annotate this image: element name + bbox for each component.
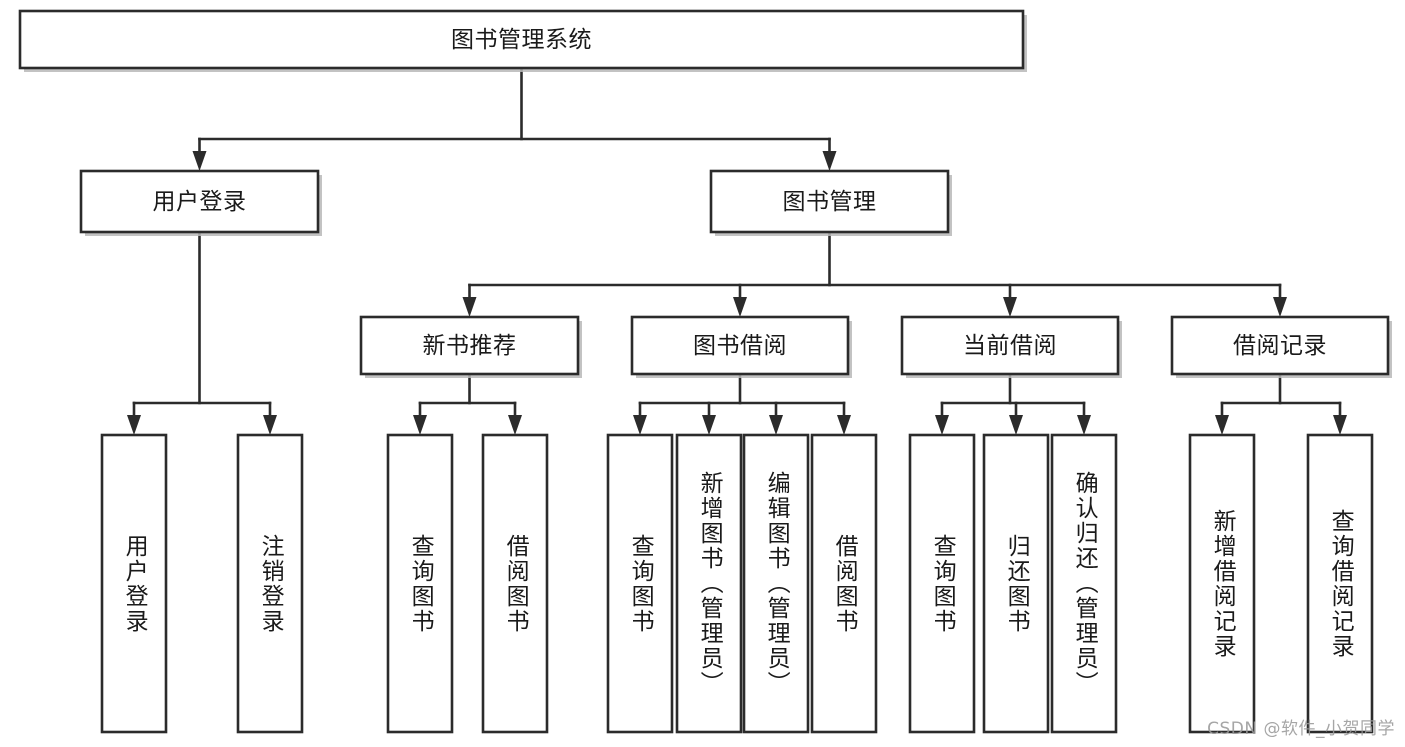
- node-box-leaf-query-book-recommend[interactable]: [386, 433, 454, 734]
- edge-arrowhead: [1273, 297, 1287, 317]
- edge-group-current-borrow: [935, 372, 1091, 435]
- node-box-leaf-return-book[interactable]: [982, 433, 1050, 734]
- edge-arrowhead: [462, 297, 477, 317]
- node-box-leaf-query-book-current[interactable]: [908, 433, 976, 734]
- edge-group-root: [192, 66, 837, 171]
- node-box-leaf-borrow-book[interactable]: [810, 433, 878, 734]
- edge-group-user-login: [127, 230, 277, 435]
- edges-layer: [127, 66, 1347, 435]
- node-box-root[interactable]: [18, 9, 1025, 70]
- node-label-borrow-records: 借阅记录: [1233, 333, 1327, 359]
- edge-arrowhead: [935, 415, 949, 435]
- node-box-leaf-borrow-book-recommend[interactable]: [481, 433, 549, 734]
- edge-arrowhead: [837, 415, 851, 435]
- node-box-leaf-add-book[interactable]: [675, 433, 743, 734]
- edge-arrowhead: [1077, 415, 1091, 435]
- edge-group-book-borrow: [633, 372, 851, 435]
- edge-arrowhead: [1333, 415, 1347, 435]
- nodes-layer: [18, 9, 1392, 734]
- node-label-root: 图书管理系统: [451, 27, 592, 53]
- node-label-new-book-recommend: 新书推荐: [423, 333, 517, 359]
- node-label-current-borrow: 当前借阅: [963, 333, 1057, 359]
- edge-arrowhead: [1215, 415, 1229, 435]
- node-box-book-management[interactable]: [709, 169, 950, 234]
- edge-arrowhead: [192, 151, 207, 171]
- edge-arrowhead: [127, 415, 141, 435]
- node-box-leaf-user-login[interactable]: [100, 433, 168, 734]
- edge-group-new-book-recommend: [413, 372, 522, 435]
- edge-arrowhead: [702, 415, 716, 435]
- edge-arrowhead: [1009, 415, 1023, 435]
- node-box-new-book-recommend[interactable]: [359, 315, 580, 376]
- edge-arrowhead: [508, 415, 522, 435]
- node-box-leaf-add-borrow-record[interactable]: [1188, 433, 1256, 734]
- node-label-book-management: 图书管理: [783, 189, 877, 215]
- node-box-leaf-query-book-borrow[interactable]: [606, 433, 674, 734]
- edge-arrowhead: [733, 297, 747, 317]
- node-box-current-borrow[interactable]: [900, 315, 1120, 376]
- watermark-text: CSDN @软件_小贺同学: [1207, 719, 1395, 739]
- node-label-user-login: 用户登录: [153, 189, 247, 215]
- edge-arrowhead: [769, 415, 783, 435]
- node-label-book-borrow: 图书借阅: [693, 333, 787, 359]
- node-box-book-borrow[interactable]: [630, 315, 850, 376]
- node-box-borrow-records[interactable]: [1170, 315, 1390, 376]
- edge-group-borrow-records: [1215, 372, 1347, 435]
- node-box-leaf-query-borrow-record[interactable]: [1306, 433, 1374, 734]
- node-box-leaf-edit-book[interactable]: [742, 433, 810, 734]
- edge-arrowhead: [633, 415, 647, 435]
- edge-arrowhead: [263, 415, 277, 435]
- node-box-leaf-user-logout[interactable]: [236, 433, 304, 734]
- edge-arrowhead: [413, 415, 427, 435]
- node-box-leaf-confirm-return[interactable]: [1050, 433, 1118, 734]
- node-box-user-login[interactable]: [79, 169, 320, 234]
- edge-arrowhead: [822, 151, 837, 171]
- edge-arrowhead: [1003, 297, 1017, 317]
- edge-group-book-management: [462, 230, 1287, 317]
